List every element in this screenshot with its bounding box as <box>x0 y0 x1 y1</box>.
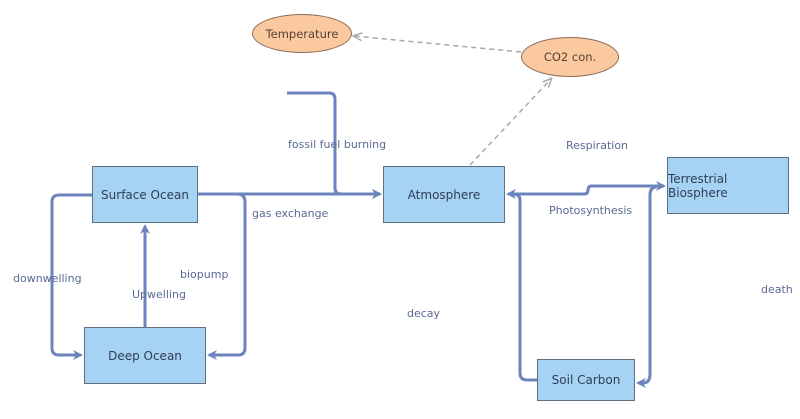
photosynthesis-label: Photosynthesis <box>549 204 633 217</box>
co2-temperature-link <box>354 36 522 53</box>
biopump-label: biopump <box>180 268 229 281</box>
death-label: death <box>761 283 793 296</box>
gas-exchange-label: gas exchange <box>252 207 329 220</box>
downwelling-arrow <box>50 193 92 360</box>
atmosphere-co2-link <box>469 79 551 166</box>
deep-ocean-node[interactable]: Deep Ocean <box>84 327 206 384</box>
co2-node[interactable]: CO2 con. <box>521 37 619 77</box>
decay-arrow <box>511 192 537 382</box>
temperature-label: Temperature <box>265 26 339 41</box>
death-arrow <box>636 185 658 388</box>
surface-ocean-node[interactable]: Surface Ocean <box>92 166 198 223</box>
decay-label: decay <box>407 307 441 320</box>
upwelling-label: Upwelling <box>132 288 186 301</box>
gas-exchange-arrow <box>207 192 247 360</box>
soil-label: Soil Carbon <box>551 373 621 387</box>
surface-ocean-label: Surface Ocean <box>101 187 189 202</box>
terrestrial-label: Terrestrial Biosphere <box>668 171 728 200</box>
soil-carbon-node[interactable]: Soil Carbon <box>537 359 635 401</box>
co2-label: CO2 con. <box>543 50 597 64</box>
respiration-label: Respiration <box>566 139 629 152</box>
terrestrial-biosphere-node[interactable]: Terrestrial Biosphere <box>667 157 789 214</box>
atmosphere-node[interactable]: Atmosphere <box>383 166 505 223</box>
temperature-node[interactable]: Temperature <box>252 14 352 53</box>
atmosphere-label: Atmosphere <box>407 187 481 202</box>
fossil-fuel-label: fossil fuel burning <box>288 138 387 151</box>
deep-ocean-label: Deep Ocean <box>108 348 182 363</box>
downwelling-label: downwelling <box>13 272 82 285</box>
